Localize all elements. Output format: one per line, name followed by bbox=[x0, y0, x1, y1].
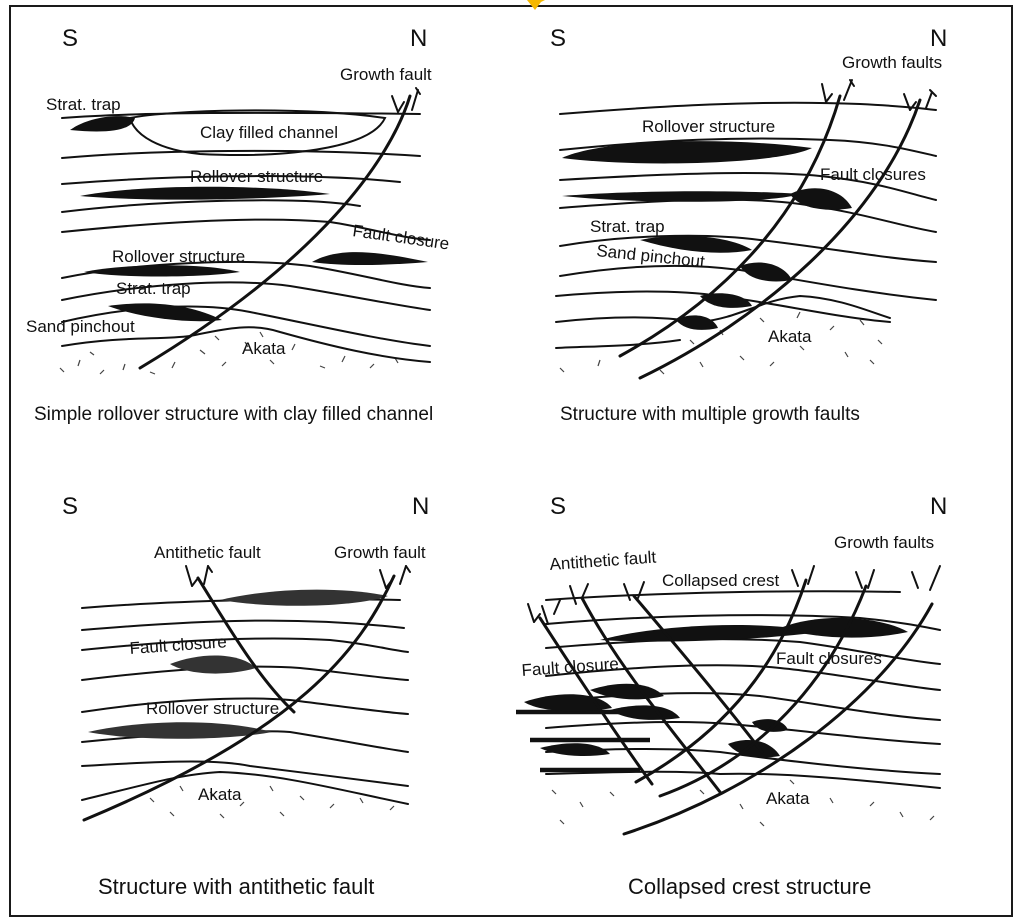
caption-antithetic-fault: Structure with antithetic fault bbox=[98, 874, 374, 899]
direction-north: N bbox=[412, 493, 429, 520]
direction-south: S bbox=[550, 25, 566, 52]
label-strat-trap-lower: Strat. trap bbox=[116, 279, 191, 298]
panel-antithetic-fault: S N Antithetic fault Growth fault Fault … bbox=[62, 493, 429, 899]
label-akata: Akata bbox=[766, 789, 810, 808]
direction-north: N bbox=[930, 25, 947, 52]
caption-simple-rollover: Simple rollover structure with clay fill… bbox=[34, 404, 433, 425]
panel-simple-rollover: S N Growth fault Strat. trap Clay filled… bbox=[26, 25, 450, 425]
direction-south: S bbox=[62, 493, 78, 520]
direction-north: N bbox=[410, 25, 427, 52]
label-akata: Akata bbox=[242, 339, 286, 358]
label-rollover-structure: Rollover structure bbox=[642, 117, 775, 136]
panel-multiple-growth-faults: S N Growth faults Rollover structure Fau… bbox=[550, 25, 947, 425]
label-fault-closure: Fault closure bbox=[521, 654, 619, 680]
direction-south: S bbox=[550, 493, 566, 520]
label-antithetic-fault: Antithetic fault bbox=[549, 548, 657, 574]
direction-north: N bbox=[930, 493, 947, 520]
label-fault-closure: Fault closure bbox=[351, 221, 450, 253]
label-growth-faults: Growth faults bbox=[842, 53, 942, 72]
akata-speckle bbox=[559, 311, 883, 375]
label-strat-trap: Strat. trap bbox=[46, 95, 121, 114]
label-growth-fault: Growth fault bbox=[340, 65, 432, 84]
label-fault-closure: Fault closure bbox=[129, 632, 227, 658]
label-growth-fault: Growth fault bbox=[334, 543, 426, 562]
label-sand-pinchout: Sand pinchout bbox=[26, 317, 135, 336]
label-akata: Akata bbox=[768, 327, 812, 346]
label-rollover-structure: Rollover structure bbox=[190, 167, 323, 186]
caption-collapsed-crest: Collapsed crest structure bbox=[628, 874, 871, 899]
panel-collapsed-crest: S N Antithetic fault Collapsed crest Gro… bbox=[516, 493, 947, 899]
watermark-accent bbox=[527, 0, 545, 10]
figure-frame bbox=[9, 5, 1013, 917]
label-akata: Akata bbox=[198, 785, 242, 804]
akata-speckle bbox=[551, 779, 935, 827]
akata-speckle bbox=[59, 331, 399, 375]
direction-south: S bbox=[62, 25, 78, 52]
label-fault-closures: Fault closures bbox=[820, 165, 926, 184]
label-rollover-structure: Rollover structure bbox=[146, 699, 279, 718]
label-fault-closures: Fault closures bbox=[776, 649, 882, 668]
label-collapsed-crest: Collapsed crest bbox=[662, 571, 779, 590]
label-clay-filled-channel: Clay filled channel bbox=[200, 123, 338, 142]
akata-speckle bbox=[149, 785, 395, 819]
label-antithetic-fault: Antithetic fault bbox=[154, 543, 261, 562]
label-growth-faults: Growth faults bbox=[834, 533, 934, 552]
caption-multiple-growth-faults: Structure with multiple growth faults bbox=[560, 404, 860, 425]
label-strat-trap: Strat. trap bbox=[590, 217, 665, 236]
label-rollover-structure-lower: Rollover structure bbox=[112, 247, 245, 266]
